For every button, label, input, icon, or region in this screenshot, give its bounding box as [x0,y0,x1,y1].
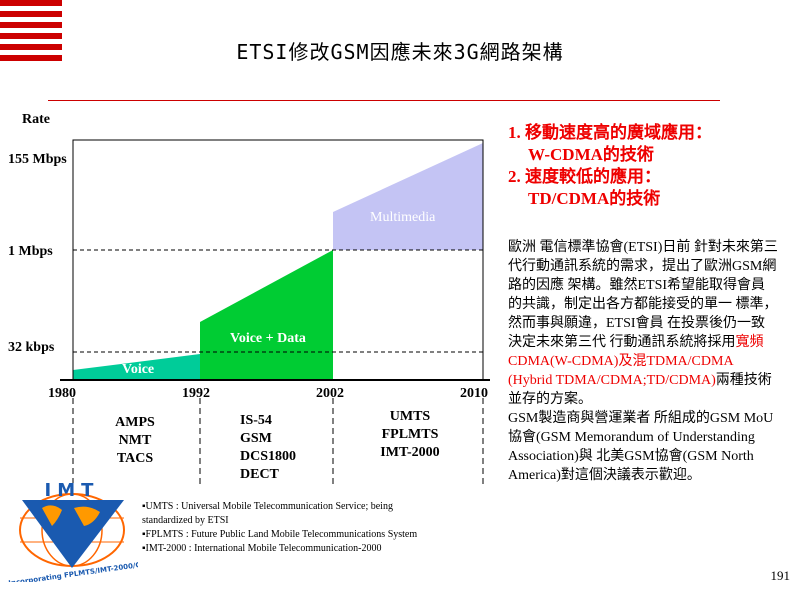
series-label-voice: Voice [122,362,155,377]
y-axis-label: Rate [22,112,50,127]
tech-list-1992: IS-54 GSM DCS1800 DECT [230,412,320,484]
series-voice-area [73,354,200,380]
tech-item: GSM [240,431,272,446]
acronym-notes: ▪UMTS : Universal Mobile Telecommunicati… [142,500,432,556]
tech-item: NMT [118,433,152,448]
tech-item: DECT [240,467,279,482]
series-label-multimedia: Multimedia [370,210,436,225]
paragraph-text: 兩種技術並存的方案。 [508,373,772,407]
point-1-title: 1. 移動速度高的廣域應用： [508,123,712,142]
svg-text:IMT: IMT [45,480,100,501]
tech-item: UMTS [389,409,431,424]
title-divider [48,100,720,101]
description-text: 歐洲 電信標準協會(ETSI)日前 針對未來第三代行動通訊系統的需求，提出了歐洲… [508,238,778,485]
note-imt2000: ▪IMT-2000 : International Mobile Telecom… [142,543,382,554]
tech-list-2002: UMTS FPLMTS IMT-2000 [365,408,455,462]
tech-item: IMT-2000 [380,445,440,460]
decorative-stripes [0,0,62,66]
tech-item: FPLMTS [381,427,439,442]
tech-item: IS-54 [240,413,272,428]
series-voice-data-area [200,250,333,380]
tech-item: TACS [116,451,154,466]
page-number: 191 [770,568,791,583]
y-tick-label: 1 Mbps [8,244,53,259]
x-tick-label: 2010 [460,386,488,401]
tech-item: DCS1800 [240,449,297,464]
paragraph-text: GSM製造商與營運業者 所組成的GSM MoU協會(GSM Memorandum… [508,411,774,483]
x-tick-label: 2002 [316,386,344,401]
note-fplmts: ▪FPLMTS : Future Public Land Mobile Tele… [142,529,418,540]
point-1-detail: W-CDMA的技術 [528,145,654,164]
series-label-voice-data: Voice + Data [230,331,306,346]
point-2-detail: TD/CDMA的技術 [528,189,661,208]
imt-logo: IMT Incorporating FPLMTS/IMT-2000/GMPCS [8,480,138,582]
paragraph-text: 歐洲 電信標準協會(ETSI)日前 針對未來第三代行動通訊系統的需求，提出了歐洲… [508,240,778,350]
point-2-title: 2. 速度較低的應用： [508,167,661,186]
highlighted-text: 寬頻CDMA(W-CDMA)及混TDMA/CDMA (Hybrid TDMA/C… [508,335,764,388]
tech-list-1980: AMPS NMT TACS [100,414,170,468]
y-tick-label: 32 kbps [8,340,55,355]
y-tick-label: 155 Mbps [8,152,67,167]
slide-title: ETSI修改GSM因應未來3G網路架構 [236,40,564,64]
series-multimedia-area [333,143,483,250]
tech-item: AMPS [115,415,155,430]
note-umts: ▪UMTS : Universal Mobile Telecommunicati… [142,501,393,526]
key-points: 1. 移動速度高的廣域應用： W-CDMA的技術 2. 速度較低的應用： TD/… [508,122,712,210]
x-tick-label: 1980 [48,386,76,401]
x-tick-label: 1992 [182,386,210,401]
